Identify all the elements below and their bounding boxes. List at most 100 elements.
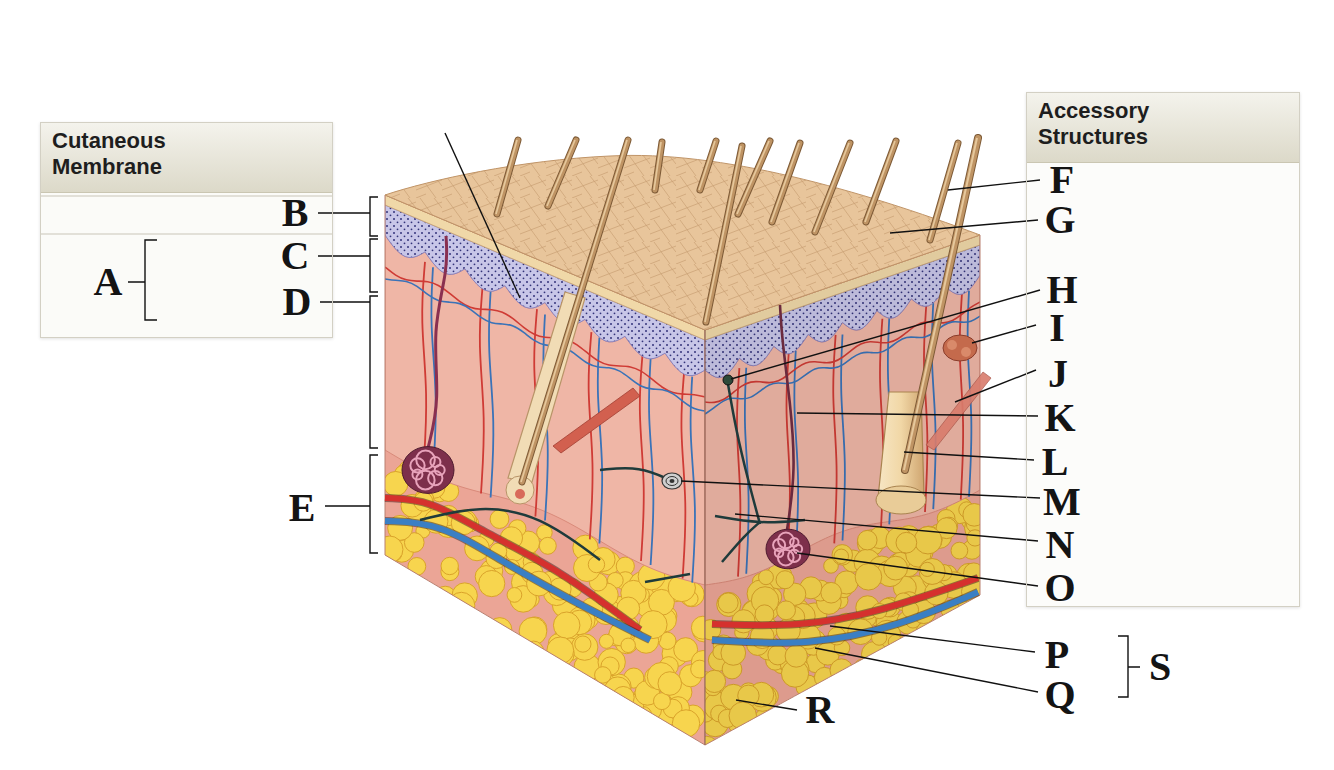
hair-highlight: [699, 141, 715, 190]
nerve: [728, 384, 760, 524]
gland-lobule: [961, 347, 971, 357]
leader-line: [797, 413, 1038, 416]
leader-line: [681, 481, 1040, 498]
panel-heading: Accessory Structures: [1027, 93, 1224, 155]
fat-cell: [434, 586, 456, 608]
fat-cell: [575, 636, 591, 652]
fat-cell: [408, 558, 426, 576]
leader-line: [890, 220, 1038, 233]
callout-letter: N: [1046, 525, 1075, 565]
hair-shaft: [497, 140, 518, 214]
bracket: [318, 197, 378, 236]
callout-letter: O: [1044, 568, 1075, 608]
callout-letter: J: [1048, 354, 1068, 394]
callout-letter: Q: [1044, 675, 1075, 715]
bracket: [128, 240, 157, 320]
leader-line: [445, 133, 520, 298]
sebaceous-gland: [943, 335, 977, 361]
hair-shaft: [706, 146, 742, 322]
arrector-pili: [926, 372, 991, 450]
row-divider: [41, 233, 332, 235]
bracket: [318, 239, 378, 292]
callout-letter: H: [1046, 270, 1077, 310]
capillary: [598, 337, 602, 543]
sweat-duct: [428, 236, 447, 448]
fat-cell: [376, 536, 403, 563]
panel-heading: Cutaneous Membrane: [41, 123, 238, 185]
hair-highlight: [547, 140, 575, 206]
hair-shaft: [930, 143, 958, 240]
table-body: [40, 122, 333, 338]
gland-coil: [402, 447, 454, 494]
fat-cell: [547, 637, 574, 664]
hair-shaft: [815, 143, 850, 232]
leader-line: [904, 452, 1034, 460]
fat-cell: [571, 634, 597, 660]
fat-cell: [553, 612, 580, 639]
tactile-corpuscle: [723, 375, 733, 385]
front-edge: [705, 330, 706, 745]
hair-shaft: [700, 141, 716, 190]
hair-shaft: [497, 140, 518, 214]
hair-shaft: [866, 141, 896, 222]
sweat-gland: [766, 529, 810, 569]
bracket: [1118, 636, 1140, 697]
bracket: [320, 296, 378, 448]
gland-tubule: [790, 538, 798, 546]
hair-highlight: [814, 143, 849, 232]
gland-tubule: [430, 457, 440, 467]
leader-line: [955, 370, 1036, 402]
leader-line: [815, 648, 1038, 692]
callout-letter: R: [806, 690, 835, 730]
hair-papilla: [515, 489, 525, 499]
hair-shaft: [655, 142, 662, 190]
nerve: [600, 468, 672, 481]
fat-cell: [523, 641, 543, 661]
hair-highlight: [705, 146, 741, 322]
callout-letter: E: [289, 488, 316, 528]
corpuscle-ring: [666, 477, 678, 486]
hair-highlight: [865, 141, 895, 222]
hair-shaft: [930, 143, 958, 240]
nerve: [722, 522, 760, 562]
hair-shaft: [706, 146, 742, 322]
fat-cell: [490, 510, 509, 529]
corpuscle-core: [670, 479, 675, 483]
fat-cell: [672, 710, 699, 737]
hair-highlight: [654, 142, 661, 190]
nerve: [420, 509, 600, 560]
fat-cell: [612, 686, 634, 708]
capillary: [589, 332, 593, 539]
panel-header: Cutaneous Membrane: [41, 123, 332, 193]
hair-highlight: [771, 143, 799, 222]
hair-highlight: [496, 140, 517, 214]
skin-block: [376, 138, 991, 761]
table-body: [1026, 92, 1300, 607]
fat-cell: [479, 570, 505, 596]
hair-shaft: [548, 140, 576, 206]
hair-shaft: [772, 143, 800, 222]
callout-letter: A: [94, 262, 123, 302]
bracket: [325, 455, 378, 553]
leader-line: [731, 290, 1040, 379]
callout-letter: L: [1042, 442, 1069, 482]
callout-letter: C: [281, 236, 310, 276]
leader-line: [735, 514, 1038, 541]
fat-cell: [599, 634, 613, 648]
arrector-pili: [553, 388, 640, 453]
fat-cell: [488, 618, 512, 642]
blood-vessel: [385, 521, 650, 640]
callout-letter: K: [1044, 398, 1075, 438]
fat-cell: [539, 537, 556, 554]
nerve: [645, 574, 690, 582]
hair-highlight: [929, 143, 957, 240]
vessel-outline: [712, 592, 978, 643]
blood-vessel: [712, 592, 978, 643]
fat-cell: [507, 588, 522, 603]
callout-letter: P: [1045, 635, 1069, 675]
panel-header: Accessory Structures: [1027, 93, 1299, 163]
leader-line: [797, 553, 1038, 586]
fat-cell: [441, 557, 458, 574]
